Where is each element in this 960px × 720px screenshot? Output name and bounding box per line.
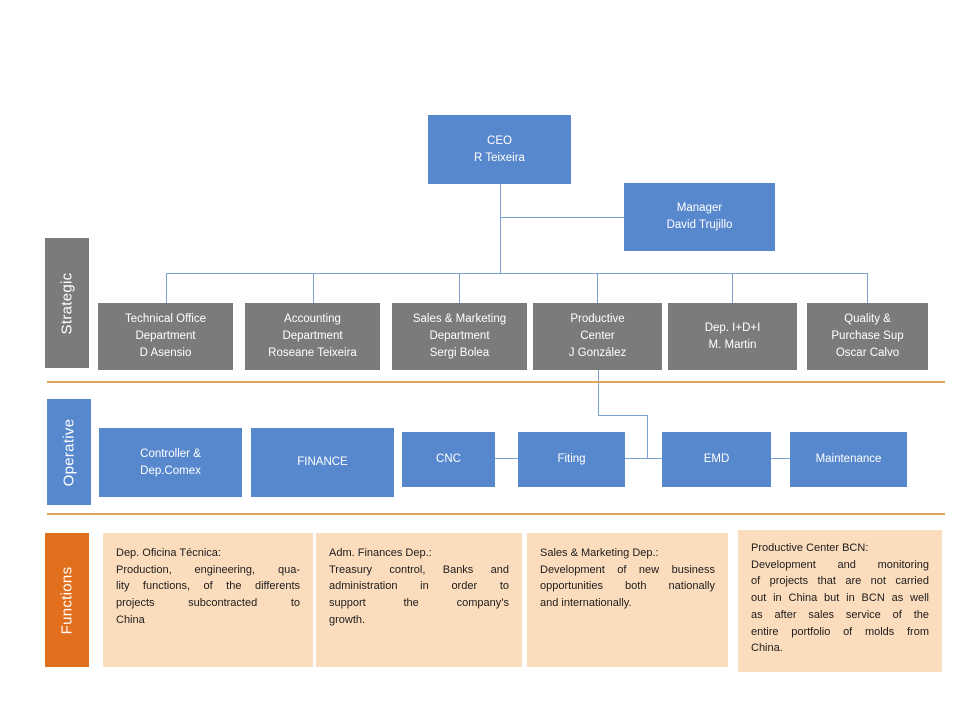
- org-node-emd: EMD: [662, 432, 771, 487]
- function-box-sales-marketing: Sales & Marketing Dep.: Development of n…: [527, 533, 728, 667]
- section-label-text: Functions: [58, 566, 76, 634]
- connector-line: [597, 273, 598, 303]
- section-divider: [47, 513, 945, 515]
- org-node-fiting: Fiting: [518, 432, 625, 487]
- connector-line: [732, 273, 733, 303]
- org-node-dep-idi: Dep. I+D+I M. Martin: [668, 303, 797, 370]
- connector-line: [495, 458, 518, 459]
- function-line: Treasury control, Banks and: [329, 563, 509, 576]
- function-line: administration in order to: [329, 580, 509, 593]
- function-line: China.: [751, 642, 783, 655]
- org-node-manager: Manager David Trujillo: [624, 183, 775, 251]
- org-node-label: Sales & Marketing Department Sergi Bolea: [412, 313, 507, 359]
- org-node-label: Manager David Trujillo: [666, 202, 733, 231]
- org-node-label: Quality & Purchase Sup Oscar Calvo: [831, 313, 904, 359]
- org-node-cnc: CNC: [402, 432, 495, 487]
- connector-line: [771, 458, 790, 459]
- function-title: Sales & Marketing Dep.:: [540, 547, 659, 559]
- org-node-label: Controller & Dep.Comex: [140, 447, 201, 477]
- org-node-label: Fiting: [557, 453, 586, 466]
- function-line: opportunities both nationally: [540, 580, 715, 593]
- org-node-quality-purchase: Quality & Purchase Sup Oscar Calvo: [807, 303, 928, 370]
- connector-line: [166, 273, 167, 303]
- connector-line: [867, 273, 868, 303]
- connector-line: [598, 415, 647, 416]
- function-title: Dep. Oficina Técnica:: [116, 547, 221, 559]
- function-box-oficina-tecnica: Dep. Oficina Técnica: Production, engine…: [103, 533, 313, 667]
- function-line: of projects that are not carried: [751, 575, 929, 588]
- function-line: Development of new business: [540, 563, 715, 576]
- org-node-sales-marketing: Sales & Marketing Department Sergi Bolea: [392, 303, 527, 370]
- connector-line: [625, 458, 662, 459]
- org-node-label: CEO R Teixeira: [474, 134, 525, 164]
- connector-line: [313, 273, 314, 303]
- connector-line: [647, 415, 648, 459]
- function-line: Development and monitoring: [751, 558, 929, 571]
- function-line: Production, engineering, qua-: [116, 563, 300, 576]
- section-label-functions: Functions: [45, 533, 89, 667]
- org-node-label: CNC: [436, 453, 461, 466]
- org-node-ceo: CEO R Teixeira: [428, 115, 571, 184]
- section-label-operative: Operative: [47, 399, 91, 505]
- function-line: projects subcontracted to: [116, 597, 300, 610]
- function-box-adm-finances: Adm. Finances Dep.: Treasury control, Ba…: [316, 533, 522, 667]
- section-divider: [47, 381, 945, 383]
- function-line: lity functions, of the differents: [116, 580, 300, 593]
- org-node-finance: FINANCE: [251, 428, 394, 497]
- connector-line: [166, 273, 868, 274]
- connector-line: [598, 370, 599, 415]
- connector-line: [500, 184, 501, 273]
- section-label-text: Operative: [60, 418, 78, 486]
- org-node-technical-office: Technical Office Department D Asensio: [98, 303, 233, 370]
- org-node-maintenance: Maintenance: [790, 432, 907, 487]
- function-box-productive-center-bcn: Productive Center BCN: Development and m…: [738, 530, 942, 672]
- org-node-label: Productive Center J González: [568, 313, 627, 359]
- org-node-label: Technical Office Department D Asensio: [125, 313, 206, 359]
- org-node-label: Dep. I+D+I M. Martin: [704, 321, 761, 351]
- org-node-controller-comex: Controller & Dep.Comex: [99, 428, 242, 497]
- section-label-text: Strategic: [58, 272, 76, 334]
- function-line: as after sales service of the: [751, 608, 929, 621]
- org-node-label: EMD: [703, 453, 730, 466]
- function-line: and internationally.: [540, 597, 632, 610]
- org-node-productive-center: Productive Center J González: [533, 303, 662, 370]
- function-title: Adm. Finances Dep.:: [329, 547, 432, 559]
- connector-line: [459, 273, 460, 303]
- function-line: growth.: [329, 613, 366, 626]
- function-line: out in China but in BCN as well: [751, 592, 929, 605]
- org-node-label: FINANCE: [297, 456, 348, 469]
- org-node-accounting: Accounting Department Roseane Teixeira: [245, 303, 380, 370]
- function-line: entire portfolio of molds from: [751, 625, 929, 638]
- org-node-label: Accounting Department Roseane Teixeira: [268, 313, 357, 359]
- org-node-label: Maintenance: [815, 453, 882, 466]
- section-label-strategic: Strategic: [45, 238, 89, 368]
- function-line: China: [116, 613, 145, 626]
- function-title: Productive Center BCN:: [751, 542, 869, 554]
- function-line: support the company’s: [329, 597, 509, 610]
- connector-line: [500, 217, 624, 218]
